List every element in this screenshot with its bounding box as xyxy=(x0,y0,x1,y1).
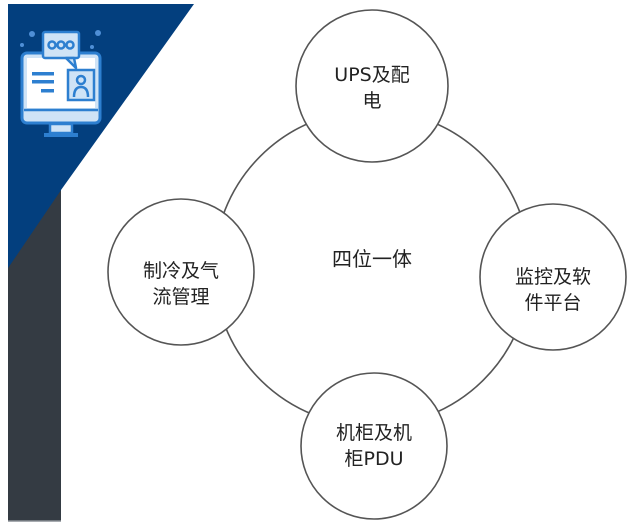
node-right-circle xyxy=(479,203,627,351)
node-bottom-circle xyxy=(300,372,448,520)
node-right-label: 监控及软 件平台 xyxy=(514,266,591,314)
node-left-label: 制冷及气 流管理 xyxy=(142,260,219,308)
node-top-label: UPS及配 电 xyxy=(334,64,410,112)
monitor-chat-profile-icon xyxy=(16,18,106,143)
node-top-circle xyxy=(295,9,449,163)
center-label: 四位一体 xyxy=(332,247,412,271)
node-bottom-label: 机柜及机 柜PDU xyxy=(335,422,412,470)
node-left-circle xyxy=(107,198,255,346)
